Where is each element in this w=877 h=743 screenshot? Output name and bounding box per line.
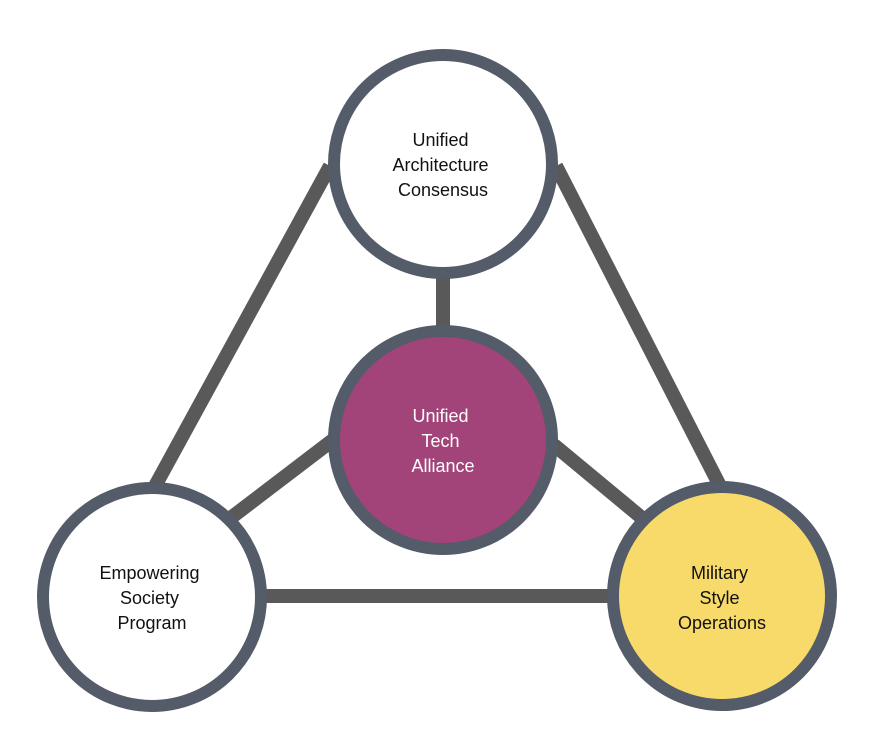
- node-top-line-3: Consensus: [398, 180, 488, 200]
- node-right-line-2: Style: [699, 588, 739, 608]
- node-right-line-1: Military: [691, 563, 748, 583]
- node-center-line-3: Alliance: [411, 456, 474, 476]
- node-center-circle: [328, 325, 558, 555]
- node-left-line-2: Society: [120, 588, 179, 608]
- node-top-label: Unified Architecture Consensus: [392, 130, 493, 200]
- connector-center-right: [549, 439, 647, 524]
- node-right-line-3: Operations: [678, 613, 766, 633]
- node-left-line-3: Program: [117, 613, 186, 633]
- connector-top-right: [549, 162, 727, 490]
- node-unified-tech-alliance: Unified Tech Alliance: [328, 325, 558, 555]
- node-top-line-1: Unified: [412, 130, 468, 150]
- node-military-style-operations: Military Style Operations: [607, 481, 837, 711]
- node-top-circle: [328, 49, 558, 279]
- node-unified-architecture-consensus: Unified Architecture Consensus: [328, 49, 558, 279]
- node-top-line-2: Architecture: [392, 155, 488, 175]
- node-empowering-society-program: Empowering Society Program: [37, 482, 267, 712]
- node-right-circle: [607, 481, 837, 711]
- connector-top-left: [147, 162, 337, 492]
- node-left-line-1: Empowering: [99, 563, 199, 583]
- node-center-label: Unified Tech Alliance: [411, 406, 474, 476]
- node-left-label: Empowering Society Program: [99, 563, 204, 633]
- node-left-circle: [37, 482, 267, 712]
- connector-center-left: [223, 424, 351, 526]
- node-center-line-2: Tech: [421, 431, 459, 451]
- node-right-label: Military Style Operations: [678, 563, 766, 633]
- connectors: [147, 162, 727, 603]
- node-center-line-1: Unified: [412, 406, 468, 426]
